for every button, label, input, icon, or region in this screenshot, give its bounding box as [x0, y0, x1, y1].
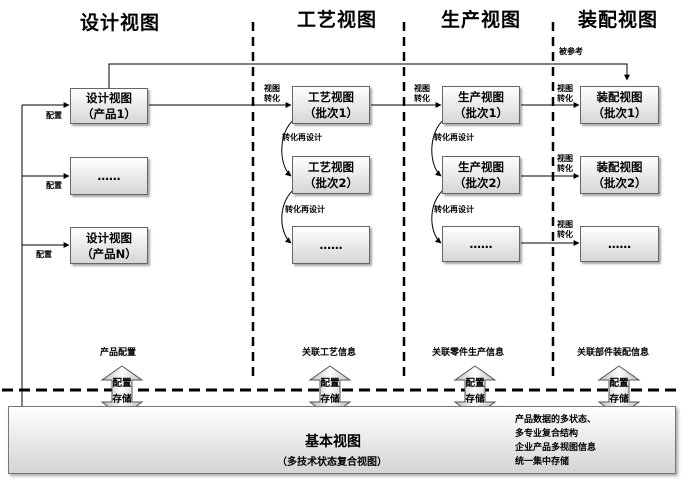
box-title: 工艺视图 — [308, 90, 354, 104]
box-subtitle: （批次2） — [303, 176, 358, 190]
box-title: 设计视图 — [86, 230, 132, 245]
box-title: …… — [469, 237, 493, 251]
view-transform-line2: 转化 — [414, 94, 430, 103]
assembly-view-box-ellipsis[interactable]: …… — [580, 226, 659, 262]
view-transform-label-assembly-1: 视图 转化 — [557, 84, 573, 104]
box-subtitle: （批次2） — [592, 176, 647, 190]
storage-arrow-text-assembly: 配置 存储 — [599, 378, 639, 406]
redesign-curve-process-2 — [281, 187, 297, 244]
arrow-text-config: 配置 — [320, 378, 340, 389]
box-subtitle: （批次2） — [453, 176, 508, 190]
redesign-curve-production-2 — [431, 187, 447, 244]
base-view-note-3: 企业产品多视图信息 — [515, 443, 597, 453]
view-transform-line1: 视图 — [557, 220, 573, 229]
footer-production-info: 关联零件生产信息 — [432, 348, 505, 358]
assembly-view-box-1[interactable]: 装配视图 （批次1） — [580, 86, 659, 124]
box-subtitle: （批次1） — [453, 106, 508, 120]
header-design-view: 设计视图 — [80, 12, 161, 34]
arrow-text-config: 配置 — [112, 378, 132, 389]
base-view-panel[interactable]: 基本视图 （多技术状态复合视图） 产品数据的多状态、 多专业复合结构 企业产品多… — [8, 406, 676, 474]
view-transform-label-production: 视图 转化 — [414, 84, 430, 104]
box-title: …… — [319, 238, 343, 252]
storage-arrow-text-production: 配置 存储 — [455, 378, 495, 406]
footer-product-config: 产品配置 — [100, 348, 137, 358]
base-view-note-1: 产品数据的多状态、 — [515, 415, 597, 425]
box-subtitle: （产品1） — [81, 107, 136, 121]
view-transform-line2: 转化 — [557, 230, 573, 239]
box-title: 生产视图 — [458, 160, 504, 174]
header-assembly-view: 装配视图 — [578, 9, 659, 31]
production-view-box-ellipsis[interactable]: …… — [442, 226, 520, 262]
view-transform-line1: 视图 — [557, 84, 573, 93]
view-transform-line2: 转化 — [557, 164, 573, 173]
box-title: 生产视图 — [458, 90, 504, 104]
view-transform-label-process: 视图 转化 — [264, 84, 280, 104]
process-view-box-ellipsis[interactable]: …… — [292, 226, 370, 264]
config-label-2: 配置 — [46, 181, 62, 190]
header-production-view: 生产视图 — [441, 9, 522, 31]
process-view-box-1[interactable]: 工艺视图 （批次1） — [292, 86, 370, 124]
view-transform-line2: 转化 — [557, 94, 573, 103]
config-label-3: 配置 — [36, 250, 52, 259]
process-view-box-2[interactable]: 工艺视图 （批次2） — [292, 156, 370, 194]
redesign-curve-process-1 — [281, 117, 297, 177]
design-view-box-1[interactable]: 设计视图 （产品1） — [70, 88, 148, 124]
assembly-view-box-2[interactable]: 装配视图 （批次2） — [580, 156, 659, 194]
box-subtitle: （批次1） — [592, 106, 647, 120]
arrow-text-store: 存储 — [320, 394, 340, 405]
box-subtitle: （产品N） — [81, 246, 137, 261]
box-title: …… — [97, 169, 121, 183]
redesign-curve-production-1 — [431, 117, 447, 177]
view-transform-label-assembly-3: 视图 转化 — [557, 220, 573, 240]
base-view-subtitle: （多技术状态复合视图） — [277, 457, 387, 468]
referenced-label: 被参考 — [559, 47, 583, 56]
arrow-text-store: 存储 — [609, 394, 629, 405]
production-view-box-2[interactable]: 生产视图 （批次2） — [442, 156, 520, 194]
redesign-label-production-2: 转化再设计 — [434, 205, 474, 214]
storage-arrow-text-design: 配置 存储 — [102, 378, 142, 406]
redesign-label-process-1: 转化再设计 — [282, 133, 322, 142]
production-view-box-1[interactable]: 生产视图 （批次1） — [442, 86, 520, 124]
view-transform-line1: 视图 — [264, 84, 280, 93]
base-view-note-2: 多专业复合结构 — [515, 429, 579, 439]
arrow-text-config: 配置 — [465, 378, 485, 389]
view-transform-line1: 视图 — [414, 84, 430, 93]
footer-process-info: 关联工艺信息 — [302, 348, 357, 358]
view-transform-line1: 视图 — [557, 154, 573, 163]
box-subtitle: （批次1） — [303, 106, 358, 120]
arrow-text-config: 配置 — [609, 378, 629, 389]
config-label-1: 配置 — [46, 111, 62, 120]
header-process-view: 工艺视图 — [297, 9, 378, 31]
redesign-label-production-1: 转化再设计 — [434, 133, 474, 142]
view-transform-label-assembly-2: 视图 转化 — [557, 154, 573, 174]
design-view-box-ellipsis[interactable]: …… — [70, 157, 148, 195]
base-view-title: 基本视图 — [305, 434, 361, 450]
view-transform-line2: 转化 — [264, 94, 280, 103]
design-view-box-n[interactable]: 设计视图 （产品N） — [70, 227, 148, 264]
arrow-text-store: 存储 — [465, 394, 485, 405]
redesign-label-process-2: 转化再设计 — [285, 205, 325, 214]
footer-assembly-info: 关联部件装配信息 — [577, 348, 650, 358]
storage-arrow-text-process: 配置 存储 — [310, 378, 350, 406]
box-title: 装配视图 — [596, 90, 643, 104]
box-title: 设计视图 — [86, 91, 132, 105]
base-view-note-4: 统一集中存储 — [515, 457, 570, 467]
box-title: 工艺视图 — [308, 160, 354, 174]
referenced-arrow — [108, 63, 630, 88]
column-separators — [251, 22, 555, 378]
box-title: …… — [608, 237, 631, 251]
arrow-text-store: 存储 — [112, 394, 132, 405]
base-view-notes: 产品数据的多状态、 多专业复合结构 企业产品多视图信息 统一集中存储 — [515, 413, 596, 469]
box-title: 装配视图 — [596, 160, 643, 174]
